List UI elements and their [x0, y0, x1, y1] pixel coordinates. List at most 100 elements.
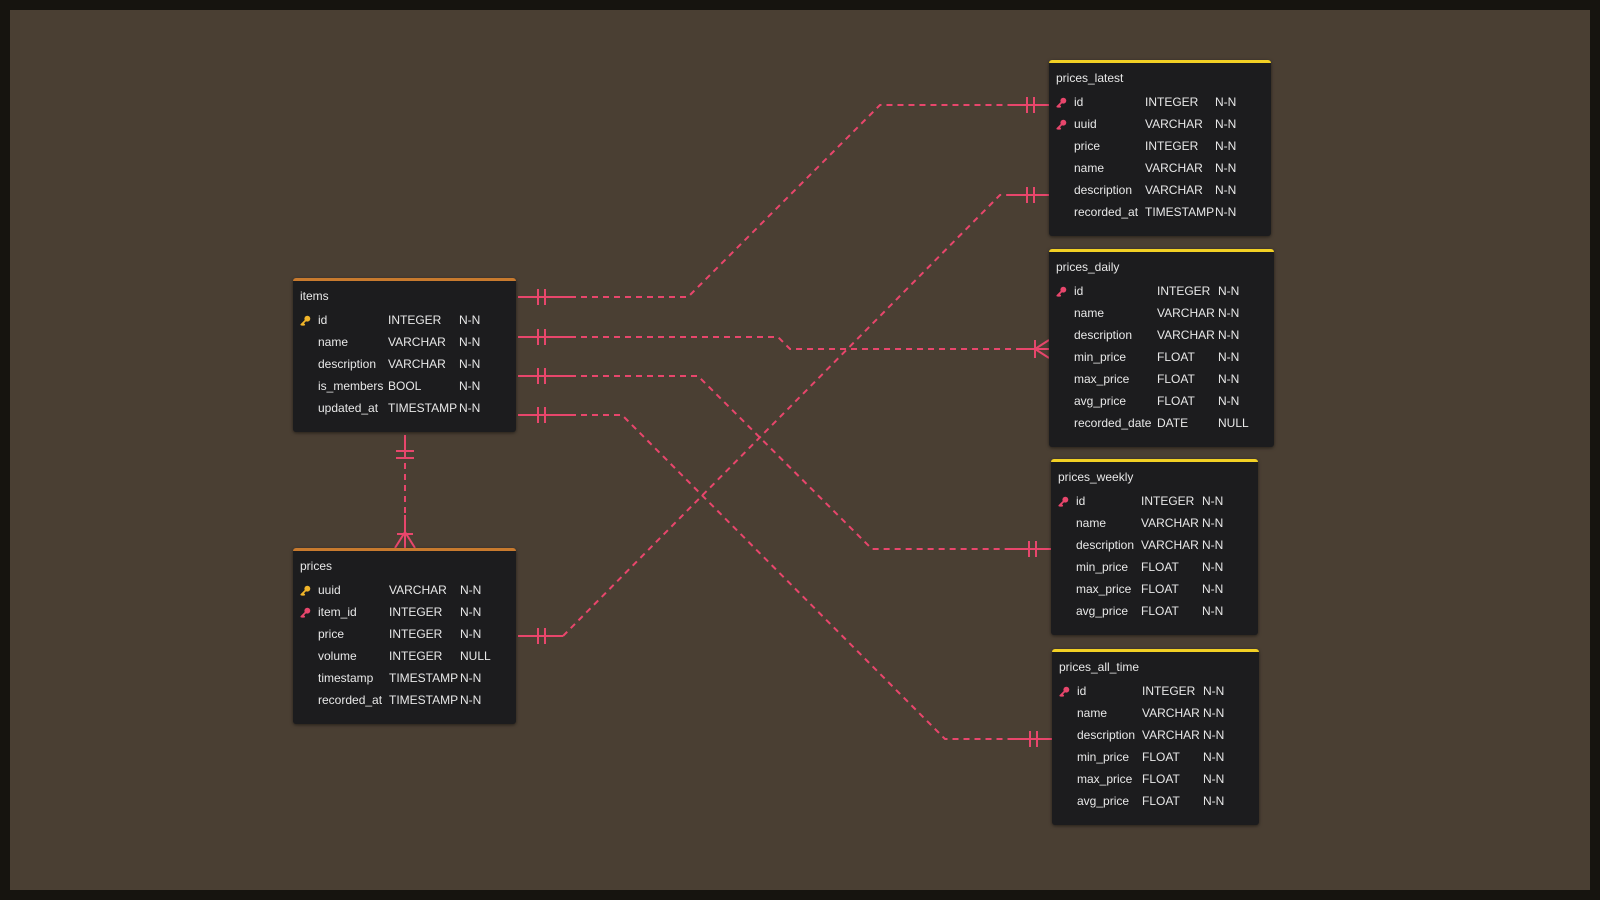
column-type: INTEGER — [1142, 684, 1196, 698]
column-row[interactable]: id INTEGER N-N — [1049, 280, 1274, 302]
column-nullability: N-N — [1218, 394, 1240, 408]
column-nullability: N-N — [459, 401, 481, 415]
column-name: avg_price — [1077, 794, 1130, 808]
column-name: uuid — [318, 583, 341, 597]
many-marker-icon — [1034, 339, 1050, 359]
column-type: VARCHAR — [1145, 161, 1203, 175]
column-name: max_price — [1077, 772, 1133, 786]
column-type: TIMESTAMP — [389, 671, 459, 685]
column-nullability: N-N — [1203, 706, 1225, 720]
column-row[interactable]: name VARCHAR N-N — [1049, 157, 1271, 179]
column-name: min_price — [1076, 560, 1129, 574]
column-type: FLOAT — [1157, 372, 1195, 386]
column-type: FLOAT — [1142, 772, 1180, 786]
table-title: prices_all_time — [1059, 660, 1140, 674]
column-type: FLOAT — [1141, 604, 1179, 618]
column-nullability: N-N — [1203, 728, 1225, 742]
column-name: updated_at — [318, 401, 379, 415]
column-type: FLOAT — [1141, 582, 1179, 596]
column-nullability: N-N — [1215, 161, 1237, 175]
column-name: is_members — [318, 379, 384, 393]
column-nullability: N-N — [459, 335, 481, 349]
column-nullability: N-N — [1203, 684, 1225, 698]
column-type: INTEGER — [1141, 494, 1195, 508]
column-type: INTEGER — [1157, 284, 1211, 298]
column-type: INTEGER — [389, 605, 443, 619]
column-type: VARCHAR — [1141, 538, 1199, 552]
column-name: description — [318, 357, 377, 371]
foreign-key-icon — [300, 601, 312, 623]
column-nullability: N-N — [1218, 284, 1240, 298]
one-marker-icon — [1026, 97, 1035, 113]
relationship-line — [570, 336, 1020, 350]
column-name: name — [1074, 161, 1105, 175]
one-marker-icon — [1028, 541, 1037, 557]
column-name: price — [1074, 139, 1101, 153]
column-name: recorded_at — [318, 693, 383, 707]
column-name: id — [1076, 494, 1086, 508]
foreign-key-icon — [1056, 113, 1068, 135]
column-name: timestamp — [318, 671, 374, 685]
column-type: FLOAT — [1142, 794, 1180, 808]
column-name: id — [1074, 284, 1084, 298]
column-name: max_price — [1076, 582, 1132, 596]
column-name: id — [318, 313, 328, 327]
column-nullability: N-N — [1202, 538, 1224, 552]
column-type: VARCHAR — [389, 583, 447, 597]
column-type: VARCHAR — [1142, 706, 1200, 720]
column-name: volume — [318, 649, 357, 663]
column-type: VARCHAR — [1157, 328, 1215, 342]
table-title: prices — [300, 559, 333, 573]
column-nullability: N-N — [1218, 372, 1240, 386]
one-marker-icon — [396, 450, 414, 459]
column-nullability: N-N — [1215, 183, 1237, 197]
foreign-key-icon — [1056, 280, 1068, 302]
column-nullability: N-N — [460, 605, 482, 619]
column-name: uuid — [1074, 117, 1097, 131]
column-type: TIMESTAMP — [1145, 205, 1215, 219]
column-nullability: N-N — [459, 357, 481, 371]
one-marker-icon — [537, 289, 546, 305]
